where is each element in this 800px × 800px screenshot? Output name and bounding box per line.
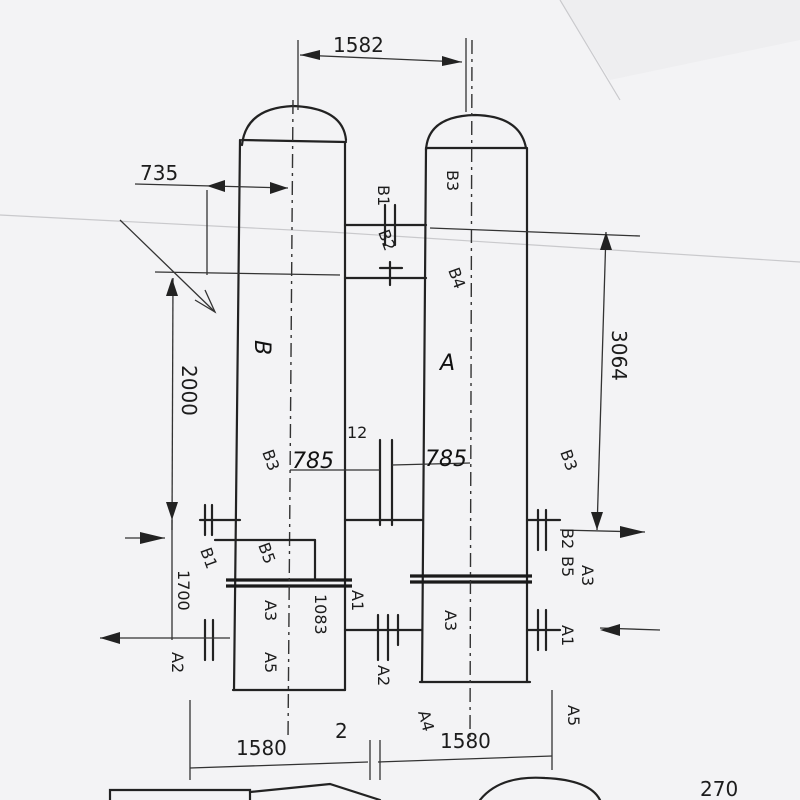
vessel-b-label: B — [249, 340, 274, 355]
nozzle-a1-label: A1 — [348, 590, 367, 611]
nozzle-a3-label: A3 — [441, 610, 460, 631]
dimension-lines — [100, 38, 661, 780]
dim-left-offset: 735 — [140, 161, 178, 185]
nozzle-a3-left-label: A3 — [261, 600, 280, 621]
nozzle-a5-left-label: A5 — [261, 652, 280, 673]
dim-bottom-left: 1700 — [174, 570, 193, 611]
dim-base-right: 1580 — [440, 729, 491, 753]
base-outline — [108, 776, 602, 800]
dim-top-spacing: 1582 — [333, 33, 384, 57]
paper-fold-line-top — [559, 0, 621, 101]
nozzle-b3-label: B3 — [443, 170, 462, 191]
nozzle-a2-label: A2 — [374, 665, 393, 686]
nozzle-a1-right-label: A1 — [558, 625, 577, 646]
vessel-b — [226, 99, 352, 741]
dim-gap: 12 — [347, 423, 367, 442]
dim-height-left: 2000 — [177, 365, 201, 416]
nozzle-b1-label: B1 — [374, 185, 393, 206]
dim-corner: 270 — [700, 777, 738, 800]
dim-half-right: 785 — [425, 447, 467, 472]
dim-base-gap: 2 — [335, 719, 348, 743]
vessel-a — [410, 39, 532, 741]
paper-fold-line — [0, 214, 800, 263]
dim-height-right: 3064 — [607, 330, 631, 381]
nozzle-b5-right-label: B5 — [558, 556, 577, 577]
dim-half-left: 785 — [292, 449, 334, 474]
nozzle-b2-right-label: B2 — [558, 528, 577, 549]
dim-base-left: 1580 — [236, 736, 287, 760]
dim-nozzle-height: 1083 — [311, 594, 330, 635]
nozzle-a5-right-label: A5 — [564, 705, 583, 726]
nozzle-a4-label: A4 — [414, 708, 438, 733]
nozzle-a2-left-label: A2 — [168, 652, 187, 673]
nozzle-a3-far-label: A3 — [578, 565, 597, 586]
vessel-a-label: A — [438, 351, 455, 376]
connecting-pipes — [198, 203, 562, 662]
